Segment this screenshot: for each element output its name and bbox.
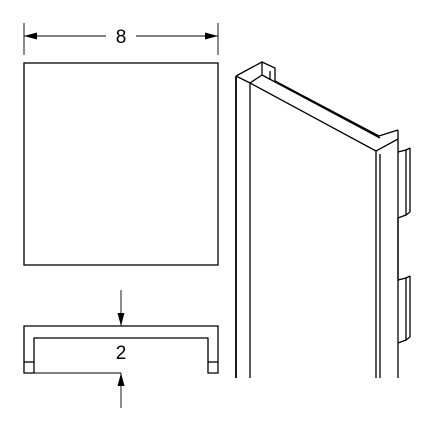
iso-back-notched-edge — [397, 149, 407, 344]
width-dimension-label: 8 — [116, 27, 127, 48]
height-dimension: 2 — [24, 290, 126, 408]
height-dimension-label: 2 — [116, 343, 127, 364]
arrowhead-bottom — [117, 373, 125, 386]
iso-back-notch-bottom — [405, 336, 411, 341]
iso-flange-left-lip — [249, 74, 263, 84]
arrowhead-top — [117, 313, 125, 326]
iso-back-notch-lower — [405, 275, 411, 279]
iso-right-end-back — [378, 129, 399, 137]
arrowhead-right — [205, 32, 218, 40]
iso-edge-front-top-slope — [235, 75, 251, 84]
iso-back-notch-mid — [405, 211, 411, 216]
iso-right-end-top — [375, 137, 399, 378]
iso-top-edge-inner — [261, 74, 381, 139]
iso-top-edge-front — [249, 82, 377, 152]
front-view-face — [23, 62, 219, 266]
iso-top-edge-back — [274, 80, 380, 137]
iso-back-notch-top — [405, 147, 411, 151]
iso-flange-left-end — [235, 61, 276, 81]
arrowhead-left — [24, 32, 37, 40]
isometric-view — [235, 61, 411, 378]
width-dimension: 8 — [23, 23, 219, 55]
